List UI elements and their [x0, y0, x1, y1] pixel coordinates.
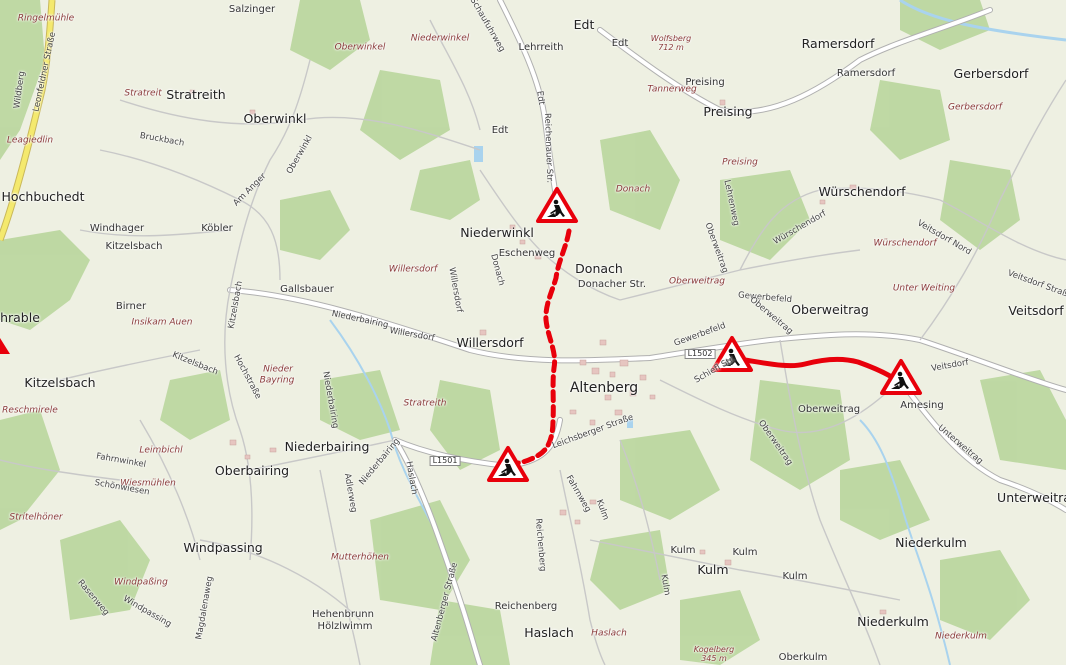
- place-label: Ramersdorf: [801, 35, 875, 51]
- hamlet-label: Windhager: [89, 223, 145, 234]
- field-name-label: Niederwinkel: [410, 33, 470, 44]
- hamlet-label: Kulm: [670, 545, 696, 556]
- hamlet-label: Hehenbrunn: [312, 609, 374, 620]
- hamlet-label: Kulm: [782, 571, 808, 582]
- place-label: Kulm: [697, 561, 729, 577]
- field-name-label: Stratreith: [403, 398, 447, 409]
- place-label: Niederwinkl: [460, 224, 534, 240]
- field-name-label: Leimbichl: [139, 445, 183, 456]
- place-label: Edt: [573, 16, 595, 32]
- hamlet-label: Köbler: [201, 223, 233, 234]
- field-name-label: Niederkulm: [935, 631, 987, 642]
- place-label: Willersdorf: [456, 334, 524, 350]
- field-name-label: Insikam Auen: [131, 317, 193, 328]
- place-label: Kitzelsbach: [24, 374, 96, 390]
- place-label: Donach: [575, 260, 623, 276]
- hamlet-label: Oberweitrag: [797, 404, 861, 415]
- road-number-label: L1502: [684, 349, 716, 359]
- hamlet-label: Kitzelsbach: [105, 241, 163, 252]
- field-name-label: Stritelhöner: [9, 512, 63, 523]
- field-name-label: Gerbersdorf: [948, 102, 1002, 113]
- place-label: Oberbairing: [214, 462, 290, 478]
- closure-route-solid[interactable]: [742, 356, 893, 379]
- roadwork-warning-icon[interactable]: [711, 336, 753, 372]
- field-name-label: Windpaßing: [114, 577, 168, 588]
- place-label: hrable: [0, 309, 40, 325]
- field-name-label: Unter Weiting: [892, 283, 956, 294]
- field-name-label: Preising: [722, 157, 758, 168]
- hamlet-label: Edt: [611, 38, 629, 49]
- field-name-label: Oberweitrag: [669, 276, 725, 287]
- field-name-label: Stratreit: [124, 88, 162, 99]
- field-name-label: Tannerweg: [647, 84, 697, 95]
- hamlet-label: Lehrreith: [518, 42, 564, 53]
- field-name-label: Mutterhöhen: [331, 552, 389, 563]
- hamlet-label: Oberkulm: [778, 652, 828, 663]
- place-label: Stratreith: [166, 86, 226, 102]
- peak-name: Kogelberg: [693, 645, 735, 655]
- place-label: Niederkulm: [895, 534, 967, 550]
- field-name-label: Leagiedlin: [6, 135, 54, 146]
- place-label: Hochbuchedt: [1, 188, 85, 204]
- hamlet-label: Amesing: [900, 400, 944, 411]
- hamlet-label: Birner: [115, 301, 147, 312]
- pond: [474, 146, 483, 162]
- street-label: Edt: [534, 90, 547, 106]
- field-name-label: Haslach: [591, 628, 627, 639]
- closure-routes: [515, 228, 893, 466]
- field-name-label: Nieder: [263, 364, 293, 375]
- place-label: Altenberg: [569, 380, 639, 396]
- hamlet-label: Donacher Str.: [577, 279, 647, 290]
- field-name-label: Willersdorf: [388, 264, 438, 275]
- hamlet-label: Gallsbauer: [280, 284, 334, 295]
- place-label: Gerbersdorf: [953, 65, 1029, 81]
- hamlet-label: Hölzlwimm: [317, 621, 373, 632]
- closure-route-dashed[interactable]: [515, 228, 572, 466]
- place-label: Preising: [703, 103, 753, 119]
- place-label: Oberweitrag: [791, 301, 869, 317]
- field-name-label: Reschmirele: [2, 405, 58, 416]
- field-name-label: Würschendorf: [873, 238, 937, 249]
- closure-marker-partial[interactable]: [0, 338, 10, 354]
- field-name-label: Wiesmühlen: [120, 478, 176, 489]
- roadwork-warning-icon[interactable]: [880, 359, 922, 395]
- hamlet-label: Eschenweg: [498, 248, 556, 259]
- field-name-label: Ringelmühle: [17, 13, 75, 24]
- place-label: Niederbairing: [284, 438, 370, 454]
- settlement-buildings: [189, 89, 887, 615]
- field-name-label: Bayring: [259, 375, 295, 386]
- main-roads: [227, 0, 1066, 665]
- place-label: Haslach: [524, 624, 574, 640]
- place-label: Windpassing: [183, 539, 263, 555]
- place-label: Veitsdorf: [1008, 302, 1064, 318]
- roadwork-markers[interactable]: [487, 187, 922, 482]
- place-label: Unterweitra: [997, 489, 1066, 505]
- hamlet-label: Reichenberg: [494, 601, 558, 612]
- peak-name: Wolfsberg: [650, 34, 692, 44]
- pond: [627, 419, 633, 428]
- place-label: Würschendorf: [818, 183, 906, 199]
- roadwork-warning-icon[interactable]: [536, 187, 578, 223]
- peak-elevation: 712 m: [658, 43, 684, 52]
- hamlet-label: Preising: [685, 77, 725, 88]
- hamlet-label: Kulm: [732, 547, 758, 558]
- peak-elevation: 345 m: [701, 654, 727, 663]
- minor-roads: [0, 19, 1066, 665]
- field-name-label: Oberwinkel: [334, 42, 386, 53]
- hamlet-label: Edt: [491, 125, 509, 136]
- field-name-label: Donach: [615, 184, 651, 195]
- roadwork-warning-icon[interactable]: [487, 446, 529, 482]
- hamlet-label: Salzinger: [228, 4, 276, 15]
- place-label: Oberwinkl: [243, 110, 307, 126]
- road-number-label: L1501: [429, 456, 461, 466]
- hamlet-label: Ramersdorf: [836, 68, 896, 79]
- place-label: Niederkulm: [857, 613, 929, 629]
- motorway: [0, 0, 55, 241]
- street-label: Reichenauer Str.: [542, 112, 555, 184]
